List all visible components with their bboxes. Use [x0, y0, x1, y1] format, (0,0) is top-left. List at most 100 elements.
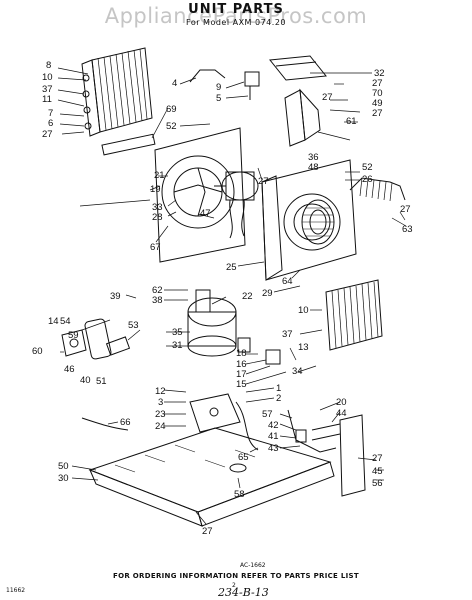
callout: 27: [202, 526, 213, 537]
callout: 61: [346, 116, 357, 127]
callout: 24: [155, 421, 166, 432]
heater-element: [349, 177, 406, 202]
callout: 28: [152, 212, 163, 223]
callout: 58: [234, 489, 245, 500]
callout: 13: [298, 342, 309, 353]
fan-motor: [214, 171, 259, 239]
callout: 63: [402, 224, 413, 235]
callout: 27: [372, 78, 383, 89]
callout: 52: [362, 162, 373, 173]
callout: 26: [362, 174, 373, 185]
callout: 53: [128, 320, 139, 331]
callout: 32: [374, 68, 385, 79]
callout: 54: [60, 316, 71, 327]
callout: 3: [158, 397, 163, 408]
watermark: AppliancePartsPros.com: [104, 4, 368, 28]
callout: 21: [154, 170, 165, 181]
terminal-block: [105, 336, 131, 356]
callout: 66: [120, 417, 131, 428]
callout: 17: [236, 369, 247, 380]
callout: 8: [46, 60, 51, 71]
base-pan: [88, 427, 335, 527]
seal-ring: [229, 463, 247, 473]
callout: 5: [216, 93, 221, 104]
callout: 10: [42, 72, 53, 83]
callout: 37: [42, 84, 53, 95]
evaporator-coil: [81, 47, 153, 137]
rear-frame: [311, 414, 366, 497]
refrigerant-tube: [235, 401, 259, 451]
callout: 38: [152, 295, 163, 306]
blower-wheel: [301, 199, 335, 245]
drain-tube: [81, 417, 129, 431]
callout: 67: [150, 242, 161, 253]
callout: 27: [42, 129, 53, 140]
page-code: 11662: [6, 587, 26, 594]
callout: 18: [236, 348, 247, 359]
callout: 64: [282, 276, 293, 287]
callout: 40: [80, 375, 91, 386]
model-subtitle: For Model AXM 074.20: [186, 18, 286, 27]
callout: 11: [42, 94, 52, 105]
control-bracket: [284, 89, 306, 147]
page-number: 2: [232, 582, 236, 589]
condenser-coil: [325, 279, 383, 351]
callout: 27: [322, 92, 333, 103]
callout: 4: [172, 78, 177, 89]
callout: 34: [292, 366, 303, 377]
bracket: [189, 69, 226, 83]
callout: 10: [298, 305, 309, 316]
callout: 33: [152, 202, 163, 213]
callout: 47: [200, 208, 211, 219]
callout: 57: [262, 409, 273, 420]
callout: 70: [372, 88, 383, 99]
callout-labels: 8 10 37 11 7 6 27 4 9 5 69 52 32 27 70 4…: [32, 60, 413, 537]
callout: 6: [48, 118, 53, 129]
callout: 37: [282, 329, 293, 340]
callout: 50: [58, 461, 69, 472]
callout: 69: [166, 104, 177, 115]
callout: 22: [242, 291, 253, 302]
callout: 36: [308, 152, 319, 163]
callout: 25: [226, 262, 237, 273]
compressor: [187, 289, 237, 357]
callout: 2: [276, 393, 281, 404]
callout: 27: [372, 453, 383, 464]
callout: 20: [336, 397, 347, 408]
callout: 12: [155, 386, 166, 397]
handwritten-note: 234-B-13: [218, 586, 269, 599]
callout: 65: [238, 452, 249, 463]
callout: 49: [372, 98, 383, 109]
callout: 45: [372, 466, 383, 477]
selector-switch: [61, 329, 87, 357]
page-title: UNIT PARTS: [188, 2, 284, 17]
callout: 19: [150, 184, 161, 195]
callout: 27: [258, 176, 269, 187]
overload-protector: [237, 337, 251, 353]
callout: 56: [372, 478, 383, 489]
callout: 9: [216, 82, 221, 93]
callout: 27: [372, 108, 383, 119]
motor-mount-bracket: [189, 393, 241, 433]
top-cover-panel: [269, 55, 327, 81]
callout: 41: [268, 431, 279, 442]
callout: 46: [64, 364, 75, 375]
callout: 23: [155, 409, 166, 420]
callout: 35: [172, 327, 183, 338]
callout: 31: [172, 340, 183, 351]
relay: [244, 71, 260, 87]
callout: 51: [96, 376, 107, 387]
callout: 62: [152, 285, 163, 296]
callout: 27: [400, 204, 411, 215]
callout: 48: [308, 162, 319, 173]
ordering-note: FOR ORDERING INFORMATION REFER TO PARTS …: [113, 572, 359, 580]
callout: 15: [236, 379, 247, 390]
callout: 39: [110, 291, 121, 302]
seal-strip: [101, 133, 156, 156]
callout: 1: [276, 383, 281, 394]
callout: 42: [268, 420, 279, 431]
callout: 52: [166, 121, 177, 132]
callout: 44: [336, 408, 347, 419]
callout: 60: [32, 346, 43, 357]
